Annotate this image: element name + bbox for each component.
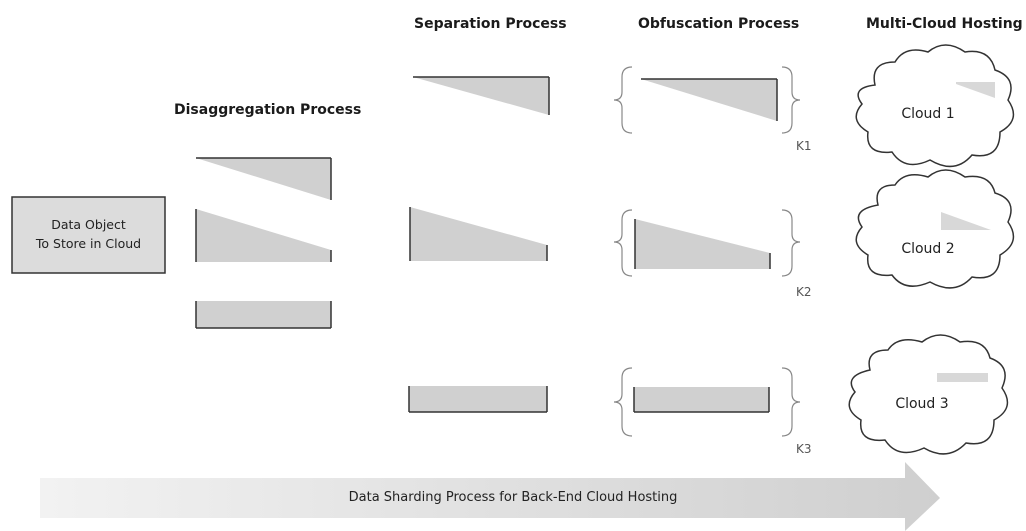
process-arrow (40, 462, 940, 531)
cloud-1-icon (855, 44, 1015, 168)
data-object-label: Data Object To Store in Cloud (12, 215, 165, 253)
key-k1: K1 (796, 139, 812, 153)
header-obfuscation-process: Obfuscation Process (638, 16, 800, 32)
cloud-3-label: Cloud 3 (895, 396, 949, 412)
header-disaggregation-process: Disaggregation Process (174, 102, 362, 118)
cloud-2-icon (855, 169, 1015, 289)
data-object-line-1: Data Object (51, 217, 126, 232)
cloud-2-label: Cloud 2 (901, 241, 955, 257)
key-k2: K2 (796, 285, 812, 299)
cloud-1-label: Cloud 1 (901, 106, 955, 122)
separation-shards (408, 76, 550, 413)
disaggregation-shards (195, 157, 332, 329)
key-k3: K3 (796, 442, 812, 456)
header-multi-cloud-hosting: Multi-Cloud Hosting (866, 16, 1023, 32)
header-separation-process: Separation Process (414, 16, 567, 32)
data-object-line-2: To Store in Cloud (35, 236, 142, 251)
data-object-box (11, 196, 166, 274)
process-arrow-label: Data Sharding Process for Back-End Cloud… (348, 490, 678, 505)
cloud-3-icon (848, 334, 1009, 455)
obfuscation-shards (613, 66, 801, 437)
